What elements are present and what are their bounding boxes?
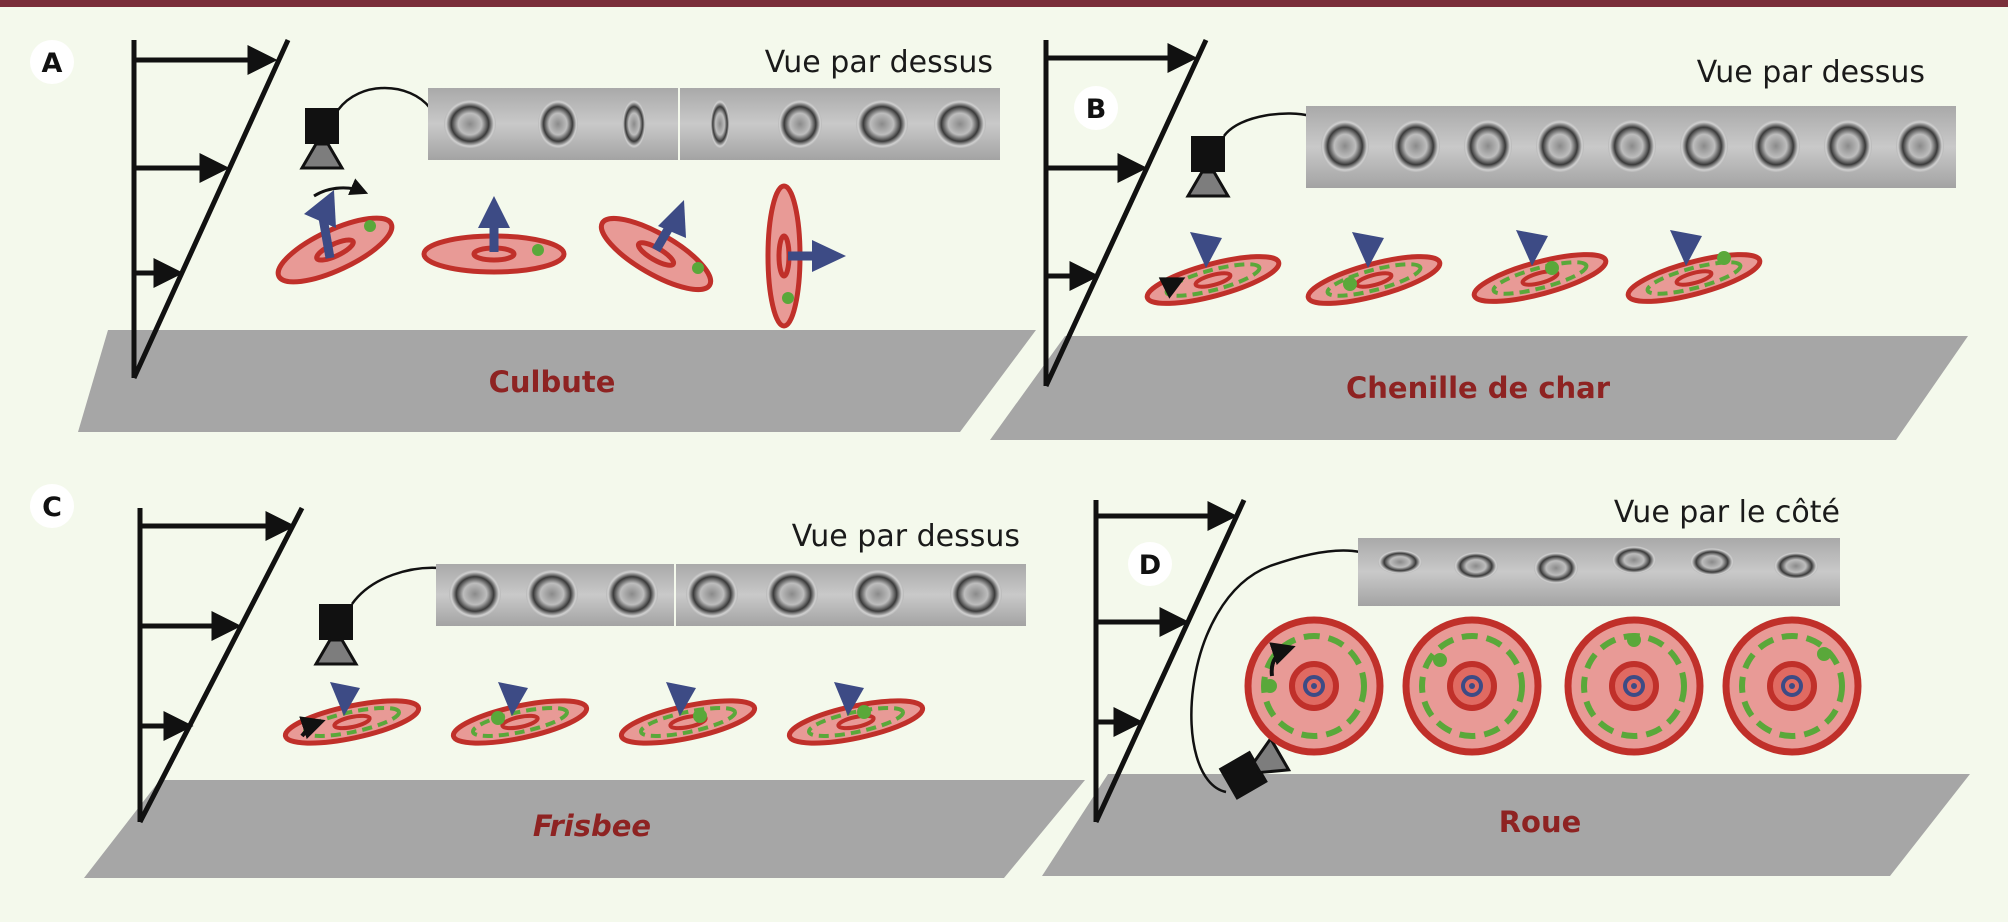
shear-flow-profile-b — [1043, 38, 1209, 388]
camera-icon — [1186, 134, 1230, 198]
red-blood-cell-icon — [421, 196, 567, 275]
panel-a-mode-label: Culbute — [489, 365, 616, 399]
rotation-arrow-icon — [1158, 277, 1186, 299]
panel-b: B Vue par dessus — [990, 38, 1968, 440]
floor-plane-c — [84, 780, 1085, 878]
image-strip-d — [1358, 538, 1840, 606]
panel-d-view-label: Vue par le côté — [1614, 495, 1840, 530]
panel-d-badge — [1128, 542, 1172, 586]
camera-cable-c — [350, 566, 441, 605]
red-blood-cell-icon — [1304, 232, 1444, 313]
shear-flow-profile-c — [137, 506, 305, 824]
red-blood-cell-icon — [1406, 620, 1538, 752]
red-blood-cell-icon — [1726, 620, 1858, 752]
camera-icon — [300, 106, 344, 170]
panel-a: A Vue par dessus — [30, 38, 1036, 432]
panel-d: D Vue par le côté — [1042, 495, 1970, 876]
panel-d-mode-label: Roue — [1499, 805, 1582, 839]
red-blood-cell-icon — [765, 183, 846, 329]
camera-cable-a — [336, 86, 431, 111]
panel-b-mode-label: Chenille de char — [1346, 371, 1611, 405]
panel-b-view-label: Vue par dessus — [1697, 55, 1925, 90]
red-blood-cell-icon — [592, 200, 719, 302]
image-strip-b — [1306, 106, 1956, 188]
red-blood-cell-icon — [786, 682, 926, 752]
red-blood-cell-icon — [270, 178, 399, 294]
camera-icon — [314, 602, 358, 666]
red-blood-cell-icon — [282, 682, 422, 752]
panel-c-mode-label: Frisbee — [533, 809, 651, 843]
red-blood-cell-icon — [1470, 230, 1610, 311]
red-blood-cell-icon — [1248, 620, 1380, 752]
header-bar — [0, 0, 2008, 7]
panel-b-badge — [1074, 86, 1118, 130]
floor-plane-d — [1042, 774, 1970, 876]
red-blood-cell-icon — [1143, 232, 1283, 313]
red-blood-cell-icon — [450, 682, 590, 752]
shear-flow-profile-d — [1093, 498, 1247, 824]
camera-cable-b — [1222, 112, 1311, 137]
image-strip-c — [436, 564, 1026, 626]
shear-flow-profile-a — [131, 38, 291, 380]
panel-a-letter: A — [42, 48, 63, 79]
camera-icon — [1218, 735, 1292, 800]
red-blood-cell-icon — [1624, 230, 1764, 311]
panel-d-letter: D — [1139, 550, 1161, 581]
rotation-arrow-icon — [1269, 642, 1296, 677]
image-strip-a — [428, 88, 1000, 160]
rotation-arrow-icon — [299, 716, 326, 740]
rotation-arrow-icon — [313, 178, 369, 198]
panel-a-view-label: Vue par dessus — [765, 45, 993, 80]
panel-b-letter: B — [1086, 94, 1107, 125]
panel-c: C Vue par dessus — [30, 484, 1085, 878]
panel-c-badge — [30, 484, 74, 528]
panel-c-letter: C — [42, 492, 62, 523]
red-blood-cell-icon — [618, 682, 758, 752]
panel-c-view-label: Vue par dessus — [792, 519, 1020, 554]
floor-plane-a — [78, 330, 1036, 432]
floor-plane-b — [990, 336, 1968, 440]
panel-a-badge — [30, 40, 74, 84]
red-blood-cell-icon — [1568, 620, 1700, 752]
camera-cable-d — [1190, 549, 1361, 794]
